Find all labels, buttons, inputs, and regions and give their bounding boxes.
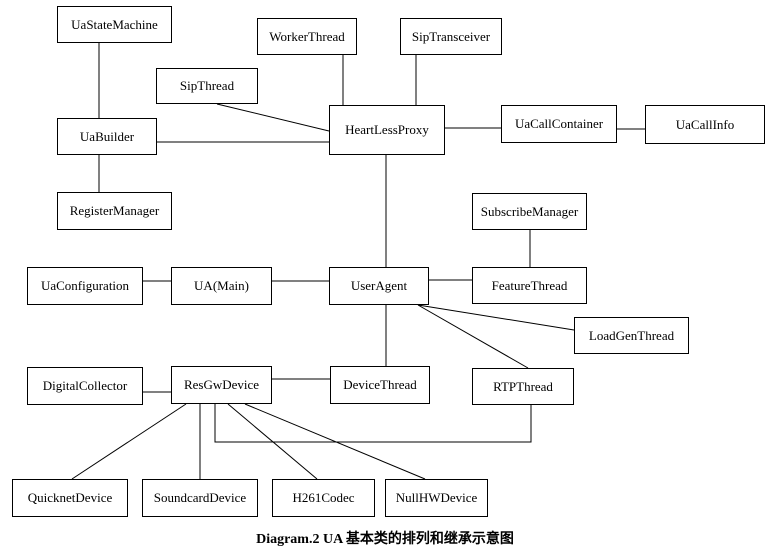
node-uamain: UA(Main) — [171, 267, 272, 305]
node-resgwdevice: ResGwDevice — [171, 366, 272, 404]
node-nullhwdevice: NullHWDevice — [385, 479, 488, 517]
node-uaconfiguration: UaConfiguration — [27, 267, 143, 305]
node-digitalcollector: DigitalCollector — [27, 367, 143, 405]
edge-resgwdevice-rtpthread — [214, 404, 532, 443]
node-soundcarddevice: SoundcardDevice — [142, 479, 258, 517]
node-heartlessproxy: HeartLessProxy — [329, 105, 445, 155]
node-featurethread: FeatureThread — [472, 267, 587, 304]
edge-resgwdevice-quicknetdevice — [71, 403, 187, 480]
diagram-caption: Diagram.2 UA 基本类的排列和继承示意图 — [256, 532, 514, 547]
edge-sipthread-heartlessproxy — [216, 103, 330, 132]
node-uabuilder: UaBuilder — [57, 118, 157, 155]
node-uacallinfo: UaCallInfo — [645, 105, 765, 144]
node-subscribemanager: SubscribeManager — [472, 193, 587, 230]
node-quicknetdevice: QuicknetDevice — [12, 479, 128, 517]
node-h261codec: H261Codec — [272, 479, 375, 517]
node-devicethread: DeviceThread — [330, 366, 430, 404]
edge-useragent-rtpthread — [417, 304, 529, 369]
node-uacallcontainer: UaCallContainer — [501, 105, 617, 143]
node-siptransceiver: SipTransceiver — [400, 18, 502, 55]
node-loadgenthread: LoadGenThread — [574, 317, 689, 354]
node-registermanager: RegisterManager — [57, 192, 172, 230]
node-useragent: UserAgent — [329, 267, 429, 305]
node-uastatemachine: UaStateMachine — [57, 6, 172, 43]
node-sipthread: SipThread — [156, 68, 258, 104]
edge-useragent-loadgenthread — [417, 304, 575, 331]
node-workerthread: WorkerThread — [257, 18, 357, 55]
node-rtpthread: RTPThread — [472, 368, 574, 405]
